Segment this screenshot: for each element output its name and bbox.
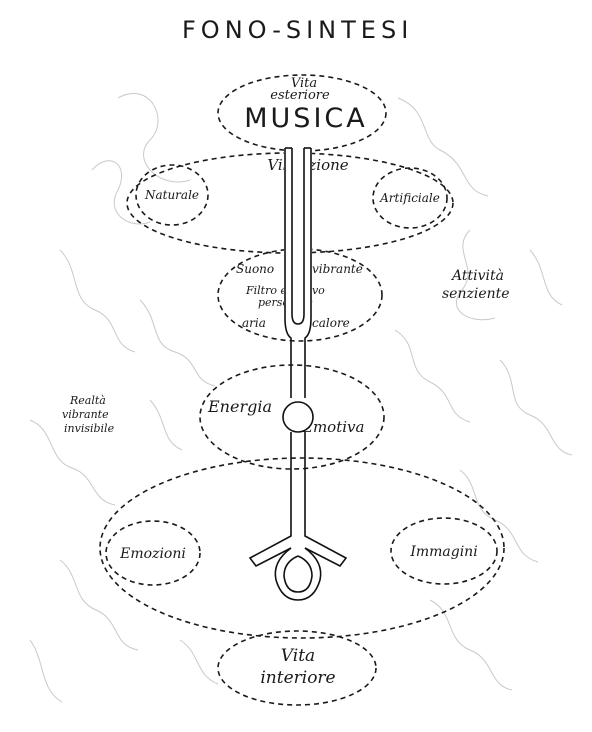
artificiale-ellipse xyxy=(372,167,448,229)
energia-label: Energia xyxy=(207,397,272,416)
energia-ellipse xyxy=(199,364,385,470)
emozioni-ellipse xyxy=(105,520,201,586)
vibrante-side-label: vibrante xyxy=(62,408,109,421)
vita-interiore-label-2: interiore xyxy=(260,668,335,688)
immagini-label: Immagini xyxy=(409,544,477,560)
lower-ellipse xyxy=(99,457,505,639)
senziente-label: senziente xyxy=(442,286,510,302)
vibrazione-ellipse xyxy=(126,152,454,254)
emotiva-label: Emotiva xyxy=(301,418,364,436)
naturale-ellipse xyxy=(135,164,209,226)
calore-label: calore xyxy=(312,316,350,330)
naturale-label: Naturale xyxy=(144,188,199,202)
invisibile-label: invisibile xyxy=(64,422,115,435)
aria-label: aria xyxy=(242,316,266,330)
musica-label: MUSICA xyxy=(244,103,367,134)
attivita-label: Attività xyxy=(450,268,504,284)
artificiale-label: Artificiale xyxy=(379,191,440,205)
emozioni-label: Emozioni xyxy=(119,546,186,562)
vita-interiore-label-1: Vita xyxy=(281,646,315,666)
immagini-ellipse xyxy=(390,517,498,585)
diagram-title: FONO-SINTESI xyxy=(182,16,413,44)
realta-label: Realtà xyxy=(69,394,106,407)
background-scribbles xyxy=(29,92,573,703)
tuning-fork-icon xyxy=(248,147,348,601)
vita-interiore-ellipse xyxy=(217,630,377,706)
vita-esteriore-label-2: esteriore xyxy=(270,88,330,103)
vita-esteriore-label-1: Vita xyxy=(291,76,317,91)
suono-label: Suono xyxy=(236,262,274,276)
vibrante-label: vibrante xyxy=(312,262,363,276)
